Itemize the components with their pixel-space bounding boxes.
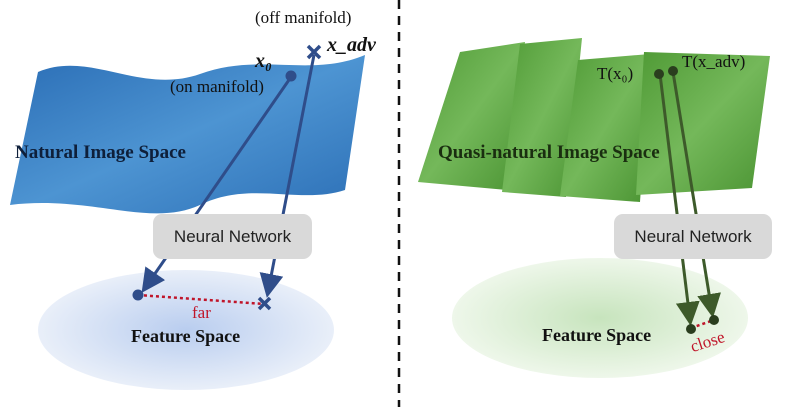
- x0-label: x₀: [255, 50, 272, 72]
- neural-network-label-left: Neural Network: [173, 226, 292, 246]
- far-label: far: [192, 303, 211, 322]
- arrow-tx0-right: [658, 73, 700, 326]
- neural-network-label-right: Neural Network: [634, 226, 752, 246]
- feature-tx0-right: [686, 324, 696, 334]
- feature-space-ellipse-right: [452, 258, 748, 378]
- x0-point: [285, 70, 297, 82]
- xadv-point-cross: [306, 44, 322, 60]
- tx0-point: [654, 69, 664, 79]
- feature-xadv-left-cross: [257, 296, 272, 311]
- arrow-txadv-right: [671, 71, 721, 318]
- feature-txadv-right: [709, 315, 719, 325]
- feature-space-label-right: Feature Space: [542, 325, 652, 345]
- off-manifold-label: (off manifold): [255, 8, 352, 27]
- txadv-point: [668, 66, 678, 76]
- natural-manifold-surface: [10, 55, 365, 214]
- tx0-label: T(x₀): [597, 64, 634, 83]
- quasi-natural-image-space-title: Quasi-natural Image Space: [438, 142, 660, 163]
- on-manifold-label: (on manifold): [170, 77, 264, 96]
- txadv-label: T(x_adv): [682, 52, 746, 71]
- natural-image-space-title: Natural Image Space: [15, 142, 186, 163]
- feature-space-label-left: Feature Space: [131, 326, 241, 346]
- xadv-label: x_adv: [327, 34, 376, 56]
- feature-x0-left: [132, 289, 144, 301]
- neural-network-box-left: Neural Network: [153, 214, 312, 259]
- quasi-manifold-panel-2: [502, 38, 582, 197]
- quasi-manifold-panel-3: [560, 54, 650, 202]
- neural-network-box-right: Neural Network: [614, 214, 772, 259]
- quasi-manifold-panel-1: [418, 42, 525, 190]
